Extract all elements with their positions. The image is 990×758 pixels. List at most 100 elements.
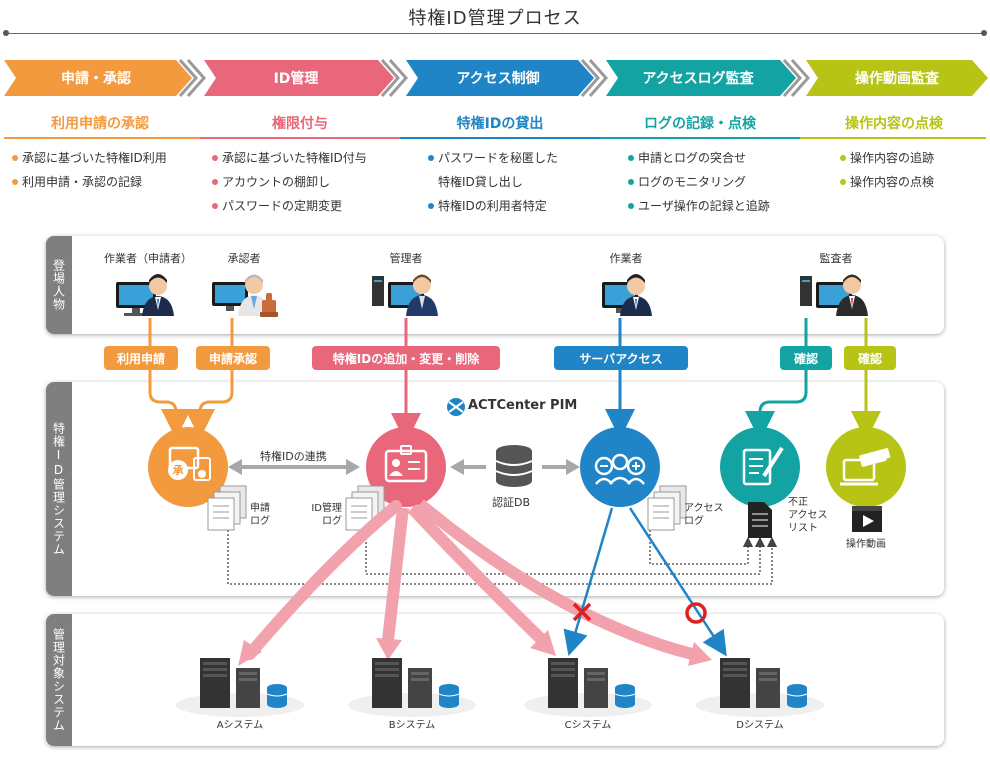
stage-bullets-2: 承認に基づいた特権ID付与 アカウントの棚卸し パスワードの定期変更 xyxy=(212,146,367,218)
allow-circle-icon xyxy=(685,602,707,624)
stage-chevron-3 xyxy=(406,59,609,97)
stage-rule-3 xyxy=(400,137,600,139)
video-label: 操作動画 xyxy=(846,539,886,550)
actor-label-approver: 承認者 xyxy=(227,252,261,265)
tag-id-ops: 特権IDの追加・変更・削除 xyxy=(312,346,500,370)
stage-label-5: 操作動画監査 xyxy=(855,71,939,87)
actor-label-requester: 作業者（申請者） xyxy=(104,252,192,265)
stage-label-2: ID管理 xyxy=(273,71,319,87)
band-label-actors: 登場人物 xyxy=(46,236,72,334)
list-item: 利用申請・承認の記録 xyxy=(12,170,167,194)
band-targets: 管理対象システム xyxy=(46,614,944,746)
stage-chevrons xyxy=(4,59,988,97)
list-item: ログのモニタリング xyxy=(628,170,770,194)
stage-rule-2 xyxy=(200,137,400,139)
system-label-a: Aシステム xyxy=(216,720,264,731)
id-mgmt-hub xyxy=(366,427,446,507)
list-item: ユーザ操作の記録と追跡 xyxy=(628,194,770,218)
access-control-hub xyxy=(580,427,660,507)
title-divider xyxy=(6,33,986,34)
access-arrow-c xyxy=(563,507,614,656)
unauthorized-list-icon xyxy=(748,502,772,538)
log-doc-icon xyxy=(207,485,247,531)
server-cluster-d xyxy=(696,658,824,717)
deploy-arrow-c xyxy=(407,503,547,645)
stage-sub-1: 利用申請の承認 xyxy=(51,116,149,132)
unauthorized-list-label: 不正アクセスリスト xyxy=(788,497,828,534)
log-doc-icon xyxy=(647,485,687,531)
tag-approval: 申請承認 xyxy=(196,346,270,370)
list-item: アカウントの棚卸し xyxy=(212,170,367,194)
list-item: パスワードを秘匿した xyxy=(428,146,558,170)
video-audit-hub xyxy=(826,427,906,507)
list-item: 特権IDの利用者特定 xyxy=(428,194,558,218)
log-flow-1 xyxy=(227,522,778,585)
access-arrow-d xyxy=(628,507,727,657)
actor-label-operator: 作業者 xyxy=(609,252,643,265)
stage-bullets-1: 承認に基づいた特権ID利用 利用申請・承認の記録 xyxy=(12,146,167,194)
arrow-approval xyxy=(185,318,234,439)
stage-bullets-3: パスワードを秘匿した 特権ID貸し出し 特権IDの利用者特定 xyxy=(428,146,558,218)
tag-confirm-log: 確認 xyxy=(780,346,832,370)
tag-usage-request: 利用申請 xyxy=(104,346,178,370)
server-cluster-b xyxy=(348,658,476,717)
auth-db-icon xyxy=(495,445,533,487)
band-label-targets: 管理対象システム xyxy=(46,614,72,746)
deny-x-icon xyxy=(572,602,592,622)
stage-sub-4: ログの記録・点検 xyxy=(644,116,756,132)
approver-figure xyxy=(212,274,278,317)
page-title: 特権ID管理プロセス xyxy=(408,8,582,29)
band-label-pim: 特権ID管理システム xyxy=(46,382,72,596)
stage-bullets-4: 申請とログの突合せ ログのモニタリング ユーザ操作の記録と追跡 xyxy=(628,146,770,218)
server-cluster-c xyxy=(524,658,652,717)
log-label-access: アクセスログ xyxy=(684,503,724,527)
stage-chevron-1 xyxy=(4,59,207,97)
stage-label-3: アクセス制御 xyxy=(456,71,540,87)
list-item: 承認に基づいた特権ID付与 xyxy=(212,146,367,170)
tag-confirm-video: 確認 xyxy=(844,346,896,370)
stage-label-4: アクセスログ監査 xyxy=(642,71,754,87)
stage-chevron-5 xyxy=(806,60,988,96)
stage-rule-5 xyxy=(800,137,986,139)
admin-figure xyxy=(372,274,438,316)
stage-sub-2: 権限付与 xyxy=(272,116,328,132)
product-logo-icon xyxy=(447,398,465,416)
actor-label-admin: 管理者 xyxy=(389,252,423,265)
auditor-figure xyxy=(800,274,868,316)
product-name: ACTCenter PIM xyxy=(468,398,578,413)
stage-rule-4 xyxy=(600,137,800,139)
list-item: 申請とログの突合せ xyxy=(628,146,770,170)
approval-hub: 承 xyxy=(148,427,228,507)
log-flow-3 xyxy=(649,526,754,565)
log-flow-2 xyxy=(365,522,766,575)
actor-label-auditor: 監査者 xyxy=(819,252,853,265)
requester-figure xyxy=(116,274,174,316)
stage-chevron-4 xyxy=(606,59,811,97)
stage-bullets-5: 操作内容の追跡 操作内容の点検 xyxy=(840,146,934,194)
list-item: パスワードの定期変更 xyxy=(212,194,367,218)
deploy-arrow-b xyxy=(382,507,409,641)
deploy-arrow-d xyxy=(416,499,694,660)
db-label: 認証DB xyxy=(492,496,531,509)
server-cluster-a xyxy=(176,658,304,717)
stage-sub-5: 操作内容の点検 xyxy=(845,116,943,132)
log-audit-hub xyxy=(720,427,800,507)
stage-chevron-2 xyxy=(204,59,409,97)
list-item: 承認に基づいた特権ID利用 xyxy=(12,146,167,170)
log-label-idmgmt: ID管理ログ xyxy=(311,503,342,527)
band-actors: 登場人物 xyxy=(46,236,944,334)
log-doc-icon xyxy=(345,485,385,531)
system-label-b: Bシステム xyxy=(388,720,436,731)
stamp-char: 承 xyxy=(173,463,185,477)
system-label-c: Cシステム xyxy=(564,720,612,731)
list-item: 特権ID貸し出し xyxy=(438,175,523,189)
arrow-usage-request xyxy=(148,318,191,439)
list-item: 操作内容の点検 xyxy=(840,170,934,194)
title-dot-right xyxy=(981,30,987,36)
video-icon xyxy=(852,506,882,532)
list-item: 操作内容の追跡 xyxy=(840,146,934,170)
log-label-request: 申請ログ xyxy=(250,503,270,527)
stage-sub-3: 特権IDの貸出 xyxy=(456,116,544,132)
arrow-confirm-log xyxy=(745,318,808,441)
stage-label-1: 申請・承認 xyxy=(61,71,131,87)
